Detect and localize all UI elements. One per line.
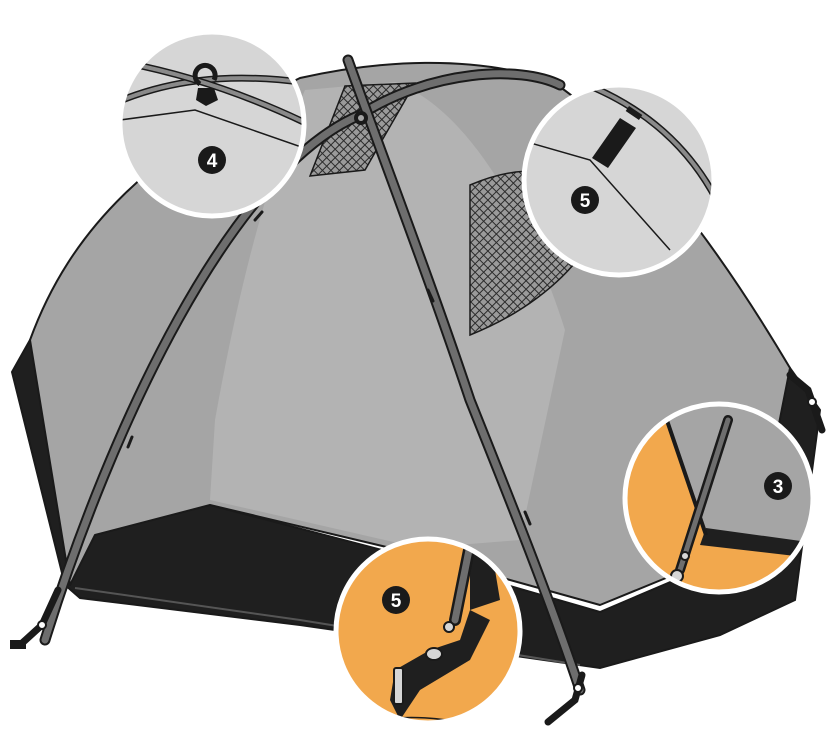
pole-strap-icon	[592, 106, 643, 168]
step-badge-3	[764, 472, 792, 500]
step-badge-5a	[571, 186, 599, 214]
callout-stake-pole: 5	[333, 536, 523, 726]
step-badge-4	[198, 146, 226, 174]
tent-floor	[10, 338, 822, 670]
step-number: 3	[773, 477, 784, 498]
step-number: 4	[207, 151, 218, 172]
callout-corner-pole: 3	[622, 401, 816, 595]
right-corner-strap	[786, 371, 826, 434]
stake-straps	[10, 371, 826, 726]
callout-top-clip: 4	[117, 29, 307, 219]
step-number: 5	[580, 191, 591, 212]
step-number: 5	[391, 591, 402, 612]
stake-grommet-icon	[393, 621, 455, 705]
front-right-strap	[544, 671, 586, 726]
step-badge-5b	[382, 586, 410, 614]
clip-hook-icon	[192, 62, 218, 106]
top-vent-mesh	[308, 82, 417, 177]
